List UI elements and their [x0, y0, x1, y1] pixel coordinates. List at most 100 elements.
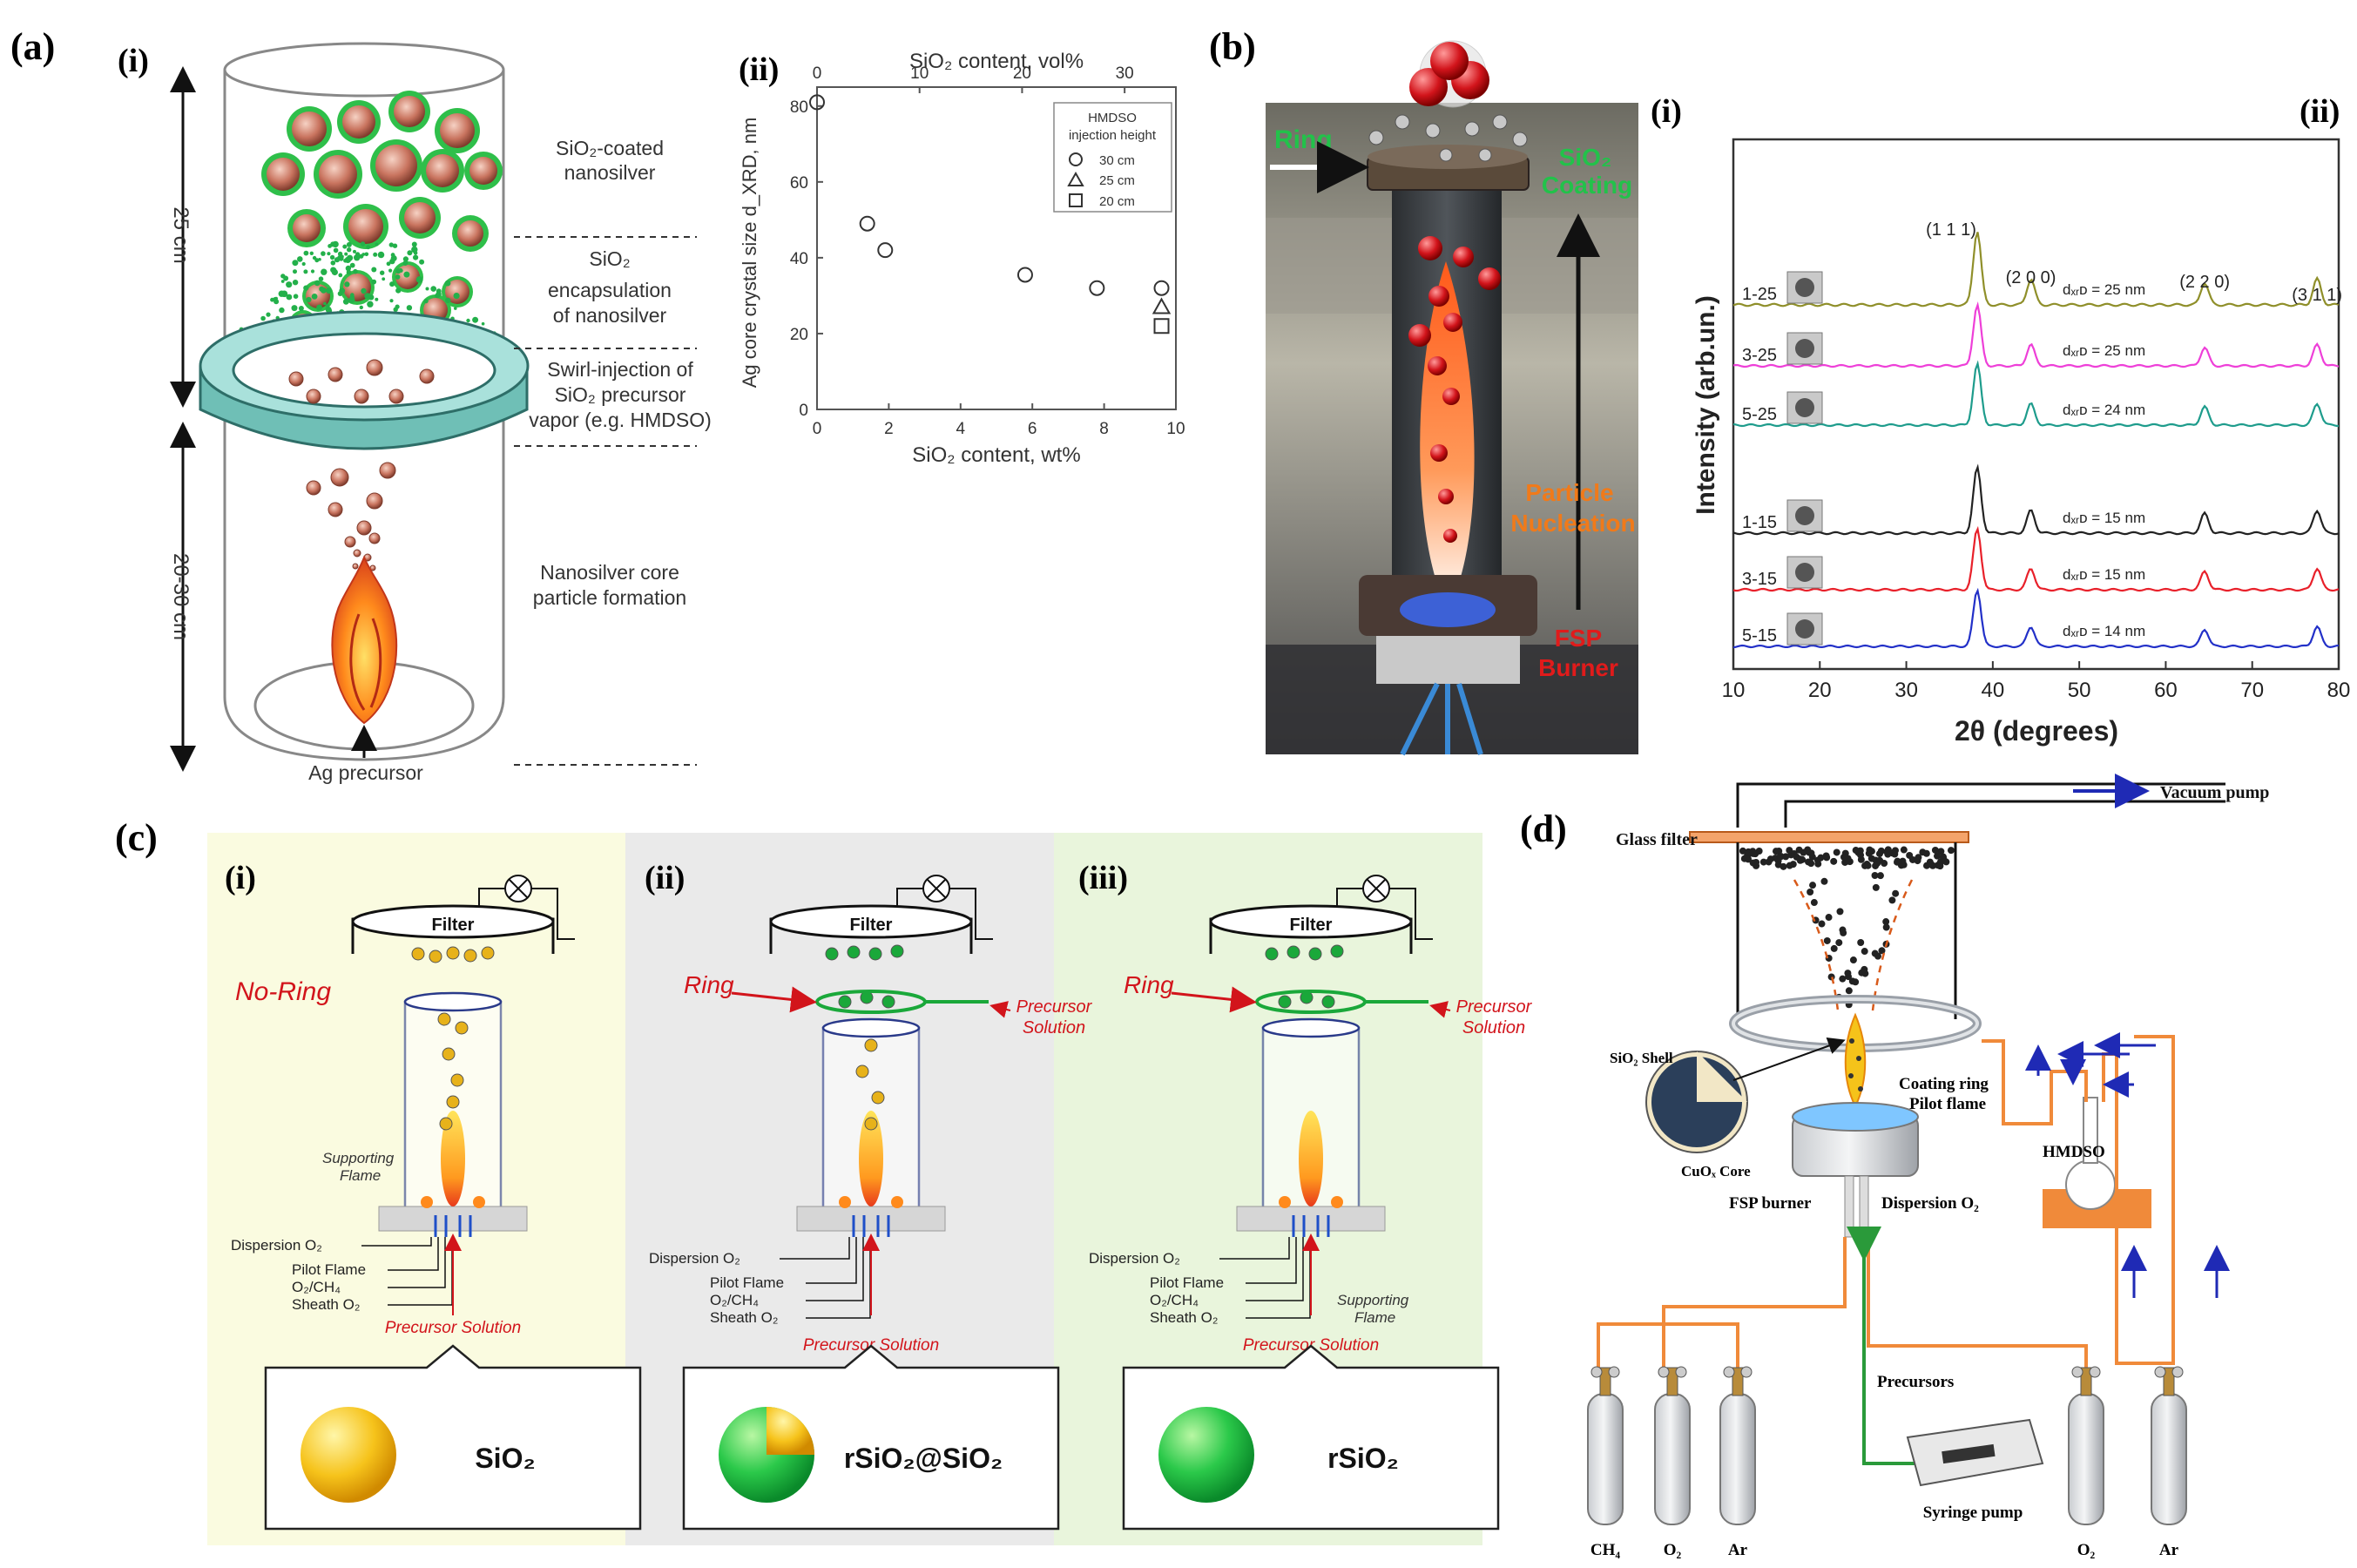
green-dot [342, 298, 349, 305]
product-label: SiO₂ [475, 1443, 535, 1474]
y-tick-label: 0 [799, 402, 808, 420]
green-dot [298, 306, 304, 311]
particle [463, 949, 477, 963]
particle [1888, 896, 1896, 904]
green-dot [278, 290, 285, 297]
green-dot [359, 305, 363, 310]
green-dot [353, 249, 356, 253]
particle [1321, 995, 1335, 1009]
green-dot [291, 305, 298, 312]
coated-particle [314, 150, 362, 199]
red-particle [1453, 247, 1474, 267]
green-dot [303, 269, 308, 274]
x-tick-label: 2 [884, 420, 894, 438]
green-dot [444, 280, 451, 287]
particle [439, 1117, 453, 1131]
chart-points [809, 94, 1172, 335]
supporting-flame-label: Flame [1354, 1309, 1395, 1326]
green-dot [353, 268, 358, 274]
xrd-sample-label: 3-15 [1742, 570, 1777, 589]
legend-title-1: HMDSO [1088, 111, 1137, 125]
x-tick-label: 4 [956, 420, 966, 438]
xrd-curve [1732, 360, 2340, 428]
particle [825, 947, 839, 961]
green-dot [436, 288, 442, 294]
ag-particle [368, 532, 381, 544]
particle [1914, 857, 1921, 865]
xrd-peak-label: (2 2 0) [2179, 273, 2230, 292]
xrd-tick-label: 20 [1808, 679, 1832, 702]
particle [1884, 850, 1892, 858]
panel-c-ii-label: (ii) [645, 860, 685, 896]
green-dot [361, 253, 366, 256]
xrd-sample-label: 5-25 [1742, 405, 1777, 424]
glass-filter [1689, 831, 1969, 843]
flame [331, 555, 398, 725]
xrd-tick-label: 70 [2240, 679, 2264, 702]
green-dot [395, 274, 401, 280]
green-dot [445, 297, 451, 303]
particle [1840, 853, 1847, 861]
label-core-2: particle formation [533, 586, 686, 609]
green-dot [310, 269, 315, 274]
particle [1861, 965, 1868, 973]
precursor-solution-label: Solution [1462, 1018, 1525, 1037]
particle [1922, 849, 1930, 857]
core-shell-particle [1645, 1037, 1846, 1153]
x-tick-label: 10 [1166, 420, 1185, 438]
green-dot [293, 294, 299, 300]
gas-o2-label: O₂ [1664, 1541, 1682, 1559]
coating-ring-label: Coating ring [1899, 1075, 1989, 1093]
xrd-crystal-size: dₓᵣᴅ = 15 nm [2063, 510, 2145, 526]
particle [1830, 944, 1838, 952]
chart-x2-label: SiO₂ content, vol% [909, 50, 1084, 73]
ag-particle [356, 520, 372, 536]
particle [450, 1073, 464, 1087]
green-dot [368, 294, 375, 301]
panel-b-ii-label: (ii) [2300, 93, 2340, 130]
ag-precursor-label: Ag precursor [308, 761, 423, 784]
particle [1776, 853, 1784, 861]
particle [864, 1117, 878, 1131]
green-dot [373, 252, 378, 257]
x-tick-label: 8 [1099, 420, 1109, 438]
green-dot [301, 261, 306, 267]
particle [1786, 847, 1793, 855]
ag-particle [354, 389, 369, 404]
particle [1793, 853, 1800, 861]
orange-tubing [1597, 1035, 2175, 1368]
xrd-sample-label: 1-15 [1742, 513, 1777, 532]
glass-filter-label: Glass filter [1616, 830, 1698, 849]
green-dot [377, 251, 385, 259]
precursors-label: Precursors [1877, 1373, 1954, 1391]
fsp-label-2: Burner [1538, 654, 1618, 681]
ag-particle [288, 371, 304, 387]
particle [1759, 858, 1767, 866]
product-label: rSiO₂@SiO₂ [844, 1443, 1003, 1474]
panel-b-label: (b) [1209, 25, 1256, 68]
particle [1835, 939, 1843, 947]
green-dot [390, 253, 395, 258]
xrd-tick-label: 30 [1894, 679, 1918, 702]
green-dot [466, 318, 470, 323]
green-dot [411, 241, 417, 247]
supporting-flame-label: Supporting [322, 1150, 395, 1166]
x2-tick-label: 30 [1116, 64, 1134, 83]
particle [1780, 862, 1787, 870]
green-dot [346, 267, 349, 271]
xrd-tick-label: 80 [2327, 679, 2351, 702]
green-dot [388, 268, 393, 273]
particle [1867, 855, 1875, 862]
particle [1839, 926, 1847, 934]
data-point-circle [859, 215, 875, 232]
particle [1947, 847, 1955, 855]
dimension-arrows: 25 cm 20-30 cm [169, 66, 196, 772]
coated-particle [421, 149, 464, 193]
particle [1857, 855, 1865, 863]
red-particle [1428, 356, 1447, 375]
particle [1753, 858, 1760, 866]
panel-b-i-label: (i) [1651, 93, 1682, 130]
particle [1856, 847, 1864, 855]
